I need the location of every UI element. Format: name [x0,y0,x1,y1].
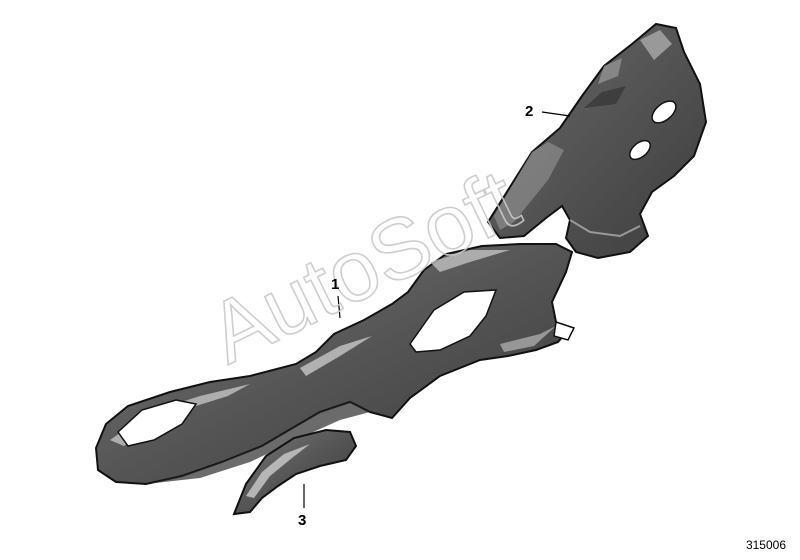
part-3-shield [232,428,358,516]
leader-line-2 [541,111,571,117]
diagram-code: 315006 [745,538,786,552]
leader-line-1 [337,295,341,319]
part-2-bracket [486,22,708,260]
part-1-bracket [94,243,576,486]
callout-2: 2 [525,103,534,120]
callout-1: 1 [331,276,340,293]
callout-3: 3 [298,512,307,529]
